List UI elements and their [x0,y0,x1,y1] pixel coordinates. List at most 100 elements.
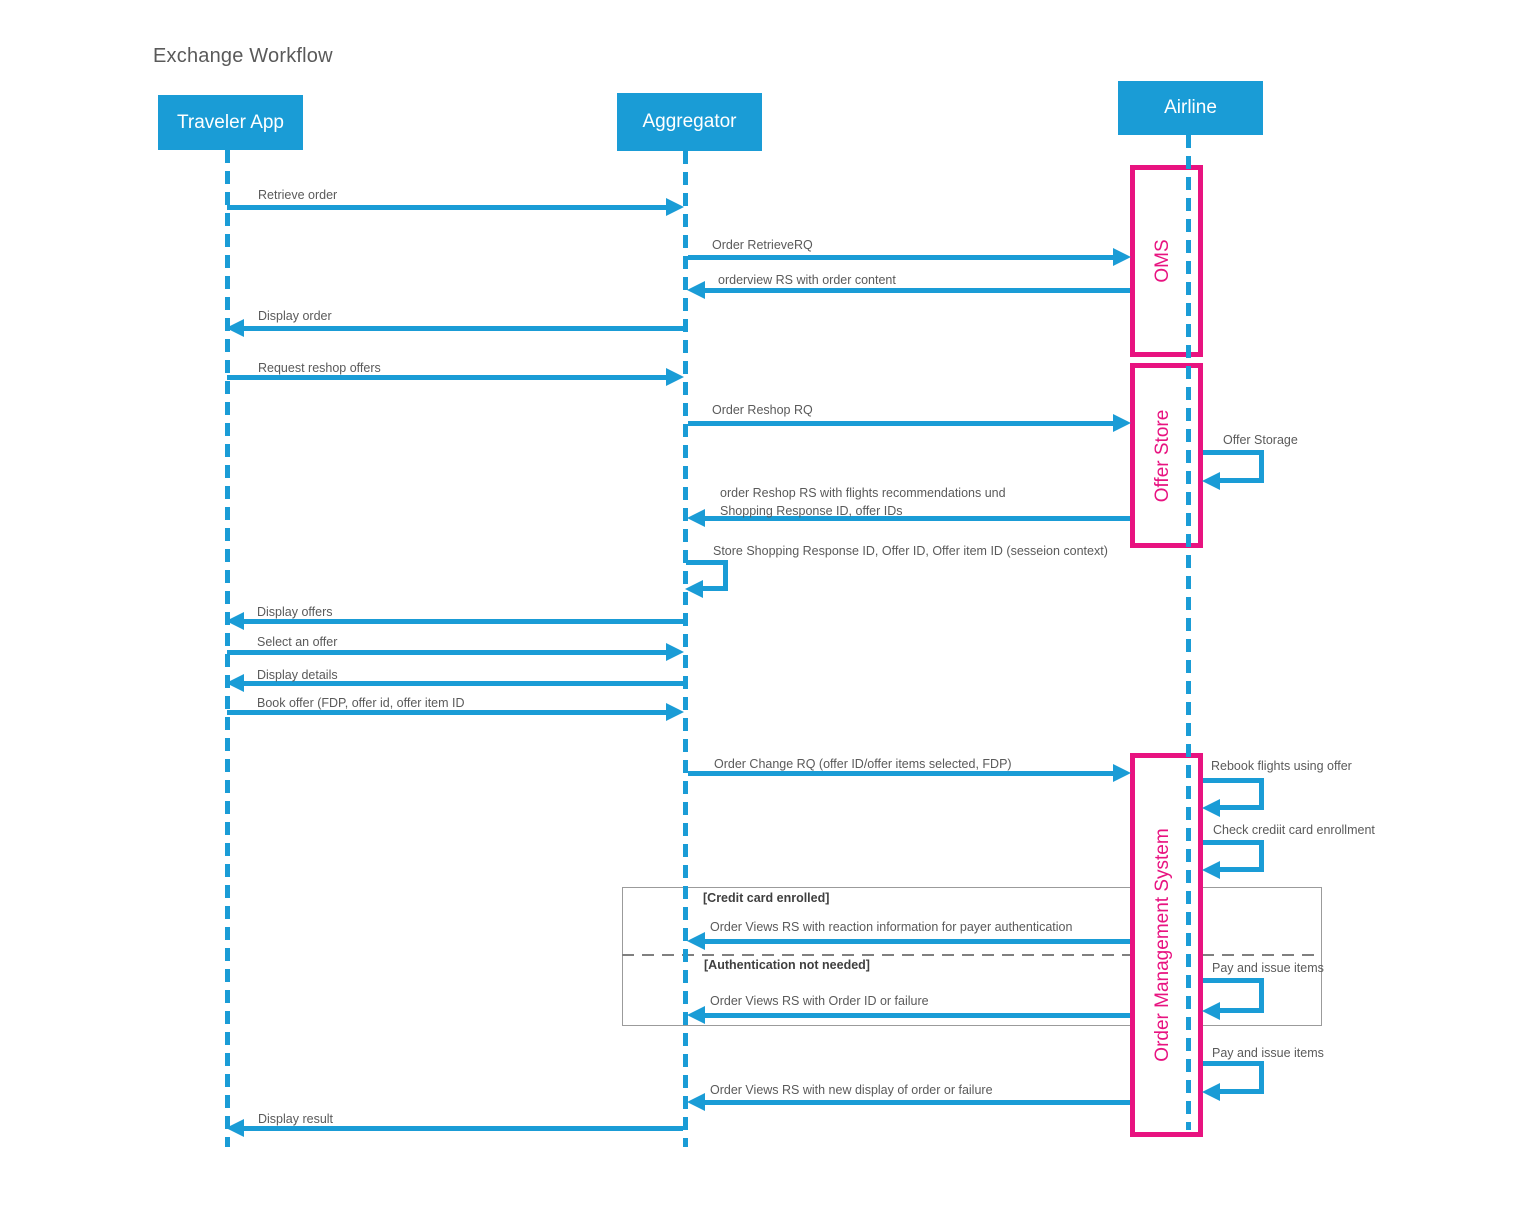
self-loop-4 [1202,840,1264,879]
arrowhead-icon [687,281,705,299]
loop-bottom-line [1219,867,1264,872]
loop-arrowhead-icon [685,579,703,598]
message-shaft [704,1013,1130,1018]
message-label-10: Display details [257,668,338,682]
actor-label-traveler-app: Traveler App [176,111,284,133]
message-shaft [243,681,683,686]
self-loop-5 [1202,978,1264,1020]
loop-top-line [1203,978,1264,983]
loop-right-line [1259,978,1264,1013]
message-label-11: Book offer (FDP, offer id, offer item ID [257,696,465,710]
message-label-16: Display result [258,1112,334,1126]
loop-right-line [1259,840,1264,872]
loop-bottom-line [1219,1089,1264,1094]
activation-label-oms: OMS [1151,239,1173,283]
actor-airline: Airline [1118,81,1263,135]
message-label-9: Select an offer [257,635,338,649]
self-loop-label-4: Check crediit card enrollment [1213,823,1375,837]
self-loop-3 [1202,778,1264,817]
message-arrow-15 [687,1093,1130,1111]
loop-arrowhead-icon [1202,860,1220,879]
loop-right-line [723,560,728,591]
loop-arrowhead-icon [1202,798,1220,817]
guard-label-2: [Authentication not needed] [704,958,870,972]
arrowhead-icon [687,509,705,527]
lifeline-traveler-app [225,150,230,1147]
self-loop-2 [685,560,728,598]
alt-frame [622,887,1322,1026]
message-label-2: Order RetrieveRQ [712,238,813,252]
lifeline-aggregator [683,151,688,1147]
arrowhead-icon [666,643,684,661]
lifeline-airline [1186,135,1191,1130]
arrowhead-icon [666,368,684,386]
loop-right-line [1259,778,1264,810]
actor-aggregator: Aggregator [617,93,762,151]
message-shaft [243,326,683,331]
loop-bottom-line [1219,478,1264,483]
message-arrow-10 [226,674,683,692]
message-arrow-3 [687,281,1130,299]
activation-label-offer-store: Offer Store [1151,409,1173,502]
self-loop-label-5: Pay and issue items [1212,961,1324,975]
message-label-13: Order Views RS with reaction information… [710,920,1073,934]
message-arrow-1 [227,198,684,216]
message-label-7: order Reshop RS with flights recommendat… [720,486,1006,519]
arrowhead-icon [226,1119,244,1137]
loop-bottom-line [1219,1008,1264,1013]
arrowhead-icon [226,319,244,337]
loop-arrowhead-icon [1202,1001,1220,1020]
actor-label-aggregator: Aggregator [642,111,737,132]
message-shaft [227,710,667,715]
message-shaft [704,516,1130,521]
loop-top-line [1203,840,1264,845]
message-label-5: Request reshop offers [258,361,381,375]
loop-bottom-line [1219,805,1264,810]
guard-label-1: [Credit card enrolled] [703,891,830,905]
self-loop-label-1: Offer Storage [1223,433,1298,447]
loop-top-line [1203,778,1264,783]
self-loop-label-3: Rebook flights using offer [1211,759,1352,773]
arrowhead-icon [687,932,705,950]
actor-label-airline: Airline [1164,97,1217,118]
loop-arrowhead-icon [1202,471,1220,490]
loop-right-line [1259,1061,1264,1094]
message-shaft [227,375,667,380]
self-loop-label-6: Pay and issue items [1212,1046,1324,1060]
message-shaft [688,421,1114,426]
message-label-15: Order Views RS with new display of order… [710,1083,993,1097]
message-shaft [243,1126,683,1131]
message-label-14: Order Views RS with Order ID or failure [710,994,929,1008]
loop-top-line [686,560,728,565]
arrowhead-icon [666,198,684,216]
message-shaft [243,619,683,624]
message-label-8: Display offers [257,605,333,619]
message-shaft [688,771,1114,776]
loop-arrowhead-icon [1202,1082,1220,1101]
diagram-title: Exchange Workflow [153,45,333,67]
message-arrow-9 [227,643,684,661]
loop-bottom-line [702,586,728,591]
message-arrow-4 [226,319,683,337]
message-shaft [227,205,667,210]
arrowhead-icon [1113,764,1131,782]
message-shaft [704,939,1130,944]
arrowhead-icon [666,703,684,721]
loop-top-line [1203,450,1264,455]
message-arrow-6 [688,414,1131,432]
loop-top-line [1203,1061,1264,1066]
message-arrow-8 [226,612,683,630]
arrowhead-icon [687,1093,705,1111]
activation-label-order-management-system: Order Management System [1151,828,1173,1062]
message-arrow-7 [687,509,1130,527]
message-shaft [704,1100,1130,1105]
message-shaft [688,255,1114,260]
arrowhead-icon [1113,414,1131,432]
message-shaft [704,288,1130,293]
message-arrow-12 [688,764,1131,782]
message-arrow-5 [227,368,684,386]
self-loop-1 [1202,450,1264,490]
message-arrow-2 [688,248,1131,266]
alt-frame-divider [622,954,1322,956]
